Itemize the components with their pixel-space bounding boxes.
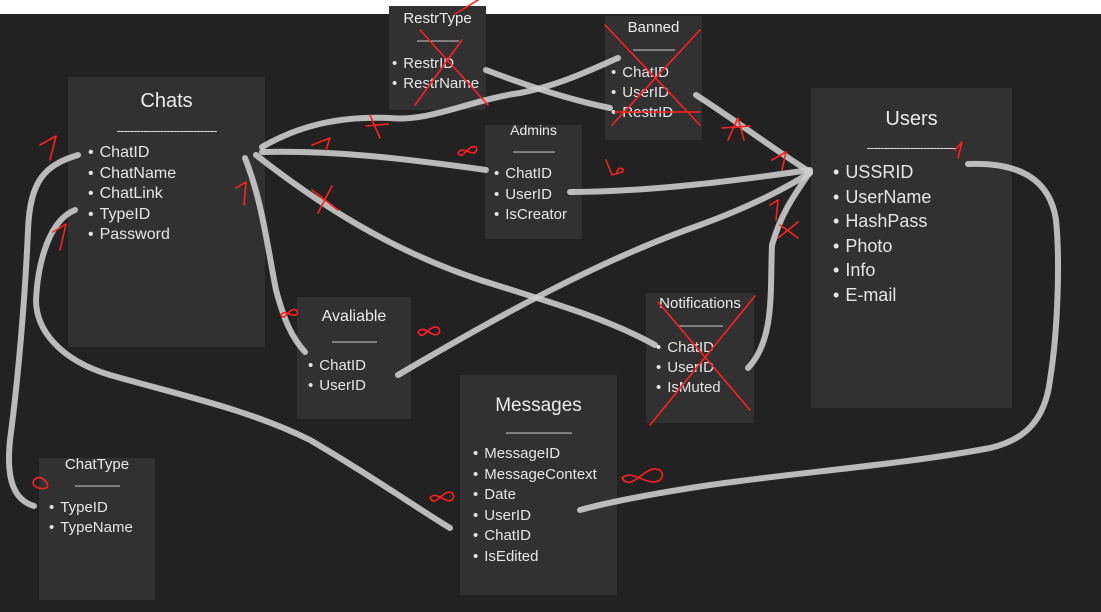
entity-title: Banned [627,19,680,36]
entity-title: Avaliable [321,308,387,325]
cardinality-one-users-banned [721,117,751,141]
entity-users: Users --------------------------- USSRID… [811,88,1012,408]
cross-mark-chats-notifications [311,185,339,214]
field-list: MessageID MessageContext Date UserID Cha… [460,444,617,567]
field-item: Date [473,485,617,506]
field-list: ChatID UserID [297,356,411,396]
field-item: Info [833,258,1012,283]
entity-separator: --------------------------- [866,141,958,154]
field-item: IsEdited [473,547,617,568]
field-item: TypeName [49,518,155,538]
field-item: ChatLink [88,184,265,205]
entity-separator: --------------- [677,319,724,331]
field-item: Photo [833,234,1012,259]
field-item: Password [88,225,265,246]
field-list: USSRID UserName HashPass Photo Info E-ma… [811,160,1012,307]
field-item: UserID [656,358,754,378]
field-list: ChatID UserID IsMuted [646,338,754,398]
field-item: UserID [308,376,411,396]
infinity-avaliable-left [280,308,299,318]
field-item: RestrID [611,103,702,123]
entity-separator: -------------- [632,43,676,55]
field-item: ChatID [494,164,582,185]
cardinality-one-chats-type [52,223,67,251]
entity-title: RestrType [403,10,472,27]
field-item: UserID [611,83,702,103]
field-item: UserID [473,506,617,527]
field-item: ChatID [656,338,754,358]
cardinality-one-users-notifications [769,199,799,239]
entity-notifications: Notifications --------------- ChatID Use… [646,293,754,423]
connector-banned-users [693,92,813,175]
field-item: UserID [494,185,582,206]
entity-separator: ------------------------------ [116,124,218,137]
field-list: ChatID UserID IsCreator [485,164,582,226]
field-item: IsCreator [494,205,582,226]
field-item: TypeID [88,205,265,226]
field-item: MessageID [473,444,617,465]
cardinality-one-users-admins [771,151,787,171]
field-item: TypeID [49,498,155,518]
connector-restrtype-banned [483,67,613,111]
entity-separator: --------------- [74,479,121,491]
entity-title: ChatType [64,456,130,473]
connector-notifications-users [745,169,813,371]
field-list: ChatID ChatName ChatLink TypeID Password [68,143,265,246]
entity-separator: -------------- [416,34,460,46]
entity-title: Chats [140,90,193,112]
cardinality-one-chats-banned [311,114,389,151]
entity-avaliable: Avaliable --------------- ChatID UserID [297,297,411,419]
field-list: ChatID UserID RestrID [605,63,702,123]
entity-separator: --------------- [331,335,378,347]
entity-admins: Admins -------------- ChatID UserID IsCr… [485,122,582,239]
entity-separator: -------------- [512,145,556,157]
infinity-avaliable-right [417,326,441,336]
entity-title: Admins [510,122,557,138]
entity-chat-type: ChatType --------------- TypeID TypeName [39,456,155,600]
entity-title: Users [885,108,938,130]
entity-title: Notifications [659,295,741,312]
entity-title: Messages [495,395,582,416]
field-item: ChatID [308,356,411,376]
entity-banned: Banned -------------- ChatID UserID Rest… [605,16,702,140]
infinity-messages-left [429,491,455,502]
field-item: E-mail [833,283,1012,308]
field-item: RestrName [392,74,486,94]
infinity-admins-left [457,145,478,157]
field-item: UserName [833,185,1012,210]
field-item: HashPass [833,209,1012,234]
field-item: MessageContext [473,465,617,486]
field-item: USSRID [833,160,1012,185]
entity-separator: ---------------------- [505,426,573,438]
field-item: ChatID [473,526,617,547]
entity-chats: Chats ------------------------------ Cha… [68,77,265,347]
cardinality-one-chats-left [39,135,57,161]
field-item: ChatID [88,143,265,164]
infinity-admins-right [605,159,624,176]
infinity-messages-right [621,468,664,484]
field-list: TypeID TypeName [39,498,155,538]
field-item: IsMuted [656,378,754,398]
top-white-strip [0,0,1101,14]
entity-messages: Messages ---------------------- MessageI… [460,375,617,595]
field-item: ChatName [88,164,265,185]
field-list: RestrID RestrName [389,54,486,94]
field-item: RestrID [392,54,486,74]
connector-chats-admins [259,148,489,173]
field-item: ChatID [611,63,702,83]
entity-restr-type: RestrType -------------- RestrID RestrNa… [389,6,486,110]
connector-admins-users [567,167,813,195]
